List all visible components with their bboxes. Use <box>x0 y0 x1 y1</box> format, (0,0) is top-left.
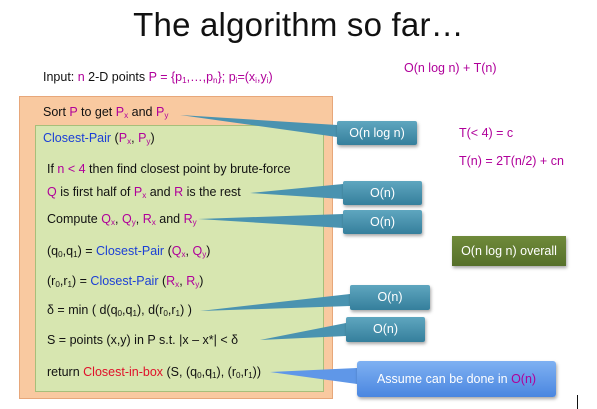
recurrence-base: T(< 4) = c <box>459 126 514 140</box>
callout-sort-complexity: O(n log n) <box>337 121 417 145</box>
assume-box: Assume can be done in O(n) <box>357 361 556 397</box>
compute-line: Compute Qx, Qy, Rx and Ry <box>47 212 197 227</box>
pointer-assume <box>270 368 357 384</box>
closest-pair-inner-box <box>35 125 324 392</box>
pointer-q-line <box>250 184 343 199</box>
text-cursor <box>577 395 578 409</box>
overall-complexity-box: O(n log n) overall <box>452 236 566 266</box>
input-line: Input: n 2-D points P = {p1,…,pn}; pi=(x… <box>43 70 273 85</box>
s-line: S = points (x,y) in P s.t. |x – x*| < δ <box>47 333 239 347</box>
pointer-compute <box>198 214 343 228</box>
callout-delta-complexity: O(n) <box>350 285 430 310</box>
recurrence-step: T(n) = 2T(n/2) + cn <box>459 154 564 168</box>
return-line: return Closest-in-box (S, (q0,q1), (r0,r… <box>47 365 261 380</box>
delta-line: δ = min ( d(q0,q1), d(r0,r1) ) <box>47 303 192 318</box>
pointer-s-line <box>260 323 346 340</box>
r-pair-line: (r0,r1) = Closest-Pair (Rx, Ry) <box>47 274 204 289</box>
closest-pair-header: Closest-Pair (Px, Py) <box>43 131 155 146</box>
if-line: If n < 4 then find closest point by brut… <box>47 162 291 176</box>
top-complexity: O(n log n) + T(n) <box>404 61 497 75</box>
callout-compute-complexity: O(n) <box>343 210 422 234</box>
callout-s-line-complexity: O(n) <box>346 317 425 342</box>
q-pair-line: (q0,q1) = Closest-Pair (Qx, Qy) <box>47 244 211 259</box>
sort-line: Sort P to get Px and Py <box>43 105 169 120</box>
slide-title: The algorithm so far… <box>133 6 464 43</box>
pointer-sort <box>180 115 337 137</box>
q-line: Q is first half of Px and R is the rest <box>47 185 241 200</box>
callout-q-line-complexity: O(n) <box>343 181 422 205</box>
pointer-delta <box>200 294 350 311</box>
